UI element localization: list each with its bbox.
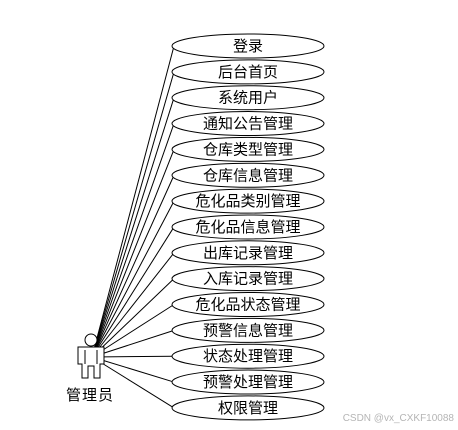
use-case-label: 危化品类别管理 [195, 192, 300, 210]
use-case-ellipse [171, 59, 325, 85]
use-case: 状态处理管理 [171, 343, 325, 369]
association-line [91, 304, 175, 358]
use-case: 预警信息管理 [171, 317, 325, 343]
use-case: 后台首页 [171, 59, 325, 85]
use-case-list: 登录后台首页系统用户通知公告管理仓库类型管理仓库信息管理危化品类别管理危化品信息… [171, 33, 325, 421]
association-line [91, 355, 175, 358]
use-case-ellipse [171, 214, 325, 240]
association-line [91, 252, 175, 358]
use-case-ellipse [171, 317, 325, 343]
association-line [91, 45, 175, 358]
use-case-ellipse [171, 266, 325, 292]
use-case: 入库记录管理 [171, 266, 325, 292]
association-line [91, 97, 175, 358]
use-case: 危化品类别管理 [171, 188, 325, 214]
use-case: 通知公告管理 [171, 111, 325, 137]
use-case-ellipse [171, 136, 325, 162]
use-case-ellipse [171, 188, 325, 214]
watermark: CSDN @vx_CXKF10088 [342, 413, 454, 424]
use-case-label: 权限管理 [218, 399, 278, 417]
use-case-label: 状态处理管理 [203, 347, 293, 365]
use-case-ellipse [171, 395, 325, 421]
association-line [91, 356, 175, 409]
use-case-ellipse [171, 162, 325, 188]
use-case-ellipse [171, 369, 325, 395]
association-line [91, 200, 175, 358]
use-case: 登录 [171, 33, 325, 59]
use-case-ellipse [171, 111, 325, 137]
use-case-label: 登录 [233, 37, 263, 55]
use-case-label: 仓库类型管理 [203, 140, 293, 158]
use-case-label: 出库记录管理 [203, 244, 293, 262]
association-lines [91, 45, 175, 409]
use-case-label: 系统用户 [218, 89, 278, 107]
association-line [91, 71, 175, 358]
use-case-label: 仓库信息管理 [203, 166, 293, 184]
association-line [91, 226, 175, 358]
use-case-label: 预警信息管理 [203, 321, 293, 339]
use-case-label: 后台首页 [218, 63, 278, 81]
use-case-ellipse [171, 240, 325, 266]
use-case-label: 预警处理管理 [203, 373, 293, 391]
use-case-label: 入库记录管理 [203, 270, 293, 288]
association-line [91, 175, 175, 358]
use-case-ellipse [171, 33, 325, 59]
association-line [91, 329, 175, 358]
use-case: 权限管理 [171, 395, 325, 421]
use-case-ellipse [171, 343, 325, 369]
use-case-label: 危化品信息管理 [195, 218, 300, 236]
association-line [91, 123, 175, 358]
use-case-ellipse [171, 292, 325, 317]
use-case: 危化品信息管理 [171, 214, 325, 240]
use-case: 危化品状态管理 [171, 292, 325, 317]
use-case: 出库记录管理 [171, 240, 325, 266]
use-case: 预警处理管理 [171, 369, 325, 395]
association-line [91, 356, 175, 383]
use-case: 仓库信息管理 [171, 162, 325, 188]
use-case-label: 通知公告管理 [203, 115, 293, 133]
association-line [91, 278, 175, 358]
use-case-label: 危化品状态管理 [195, 296, 300, 314]
actor-label: 管理员 [65, 386, 114, 404]
use-case: 仓库类型管理 [171, 136, 325, 162]
association-line [91, 149, 175, 358]
use-case: 系统用户 [171, 85, 325, 111]
use-case-ellipse [171, 85, 325, 111]
person-icon [77, 333, 105, 379]
